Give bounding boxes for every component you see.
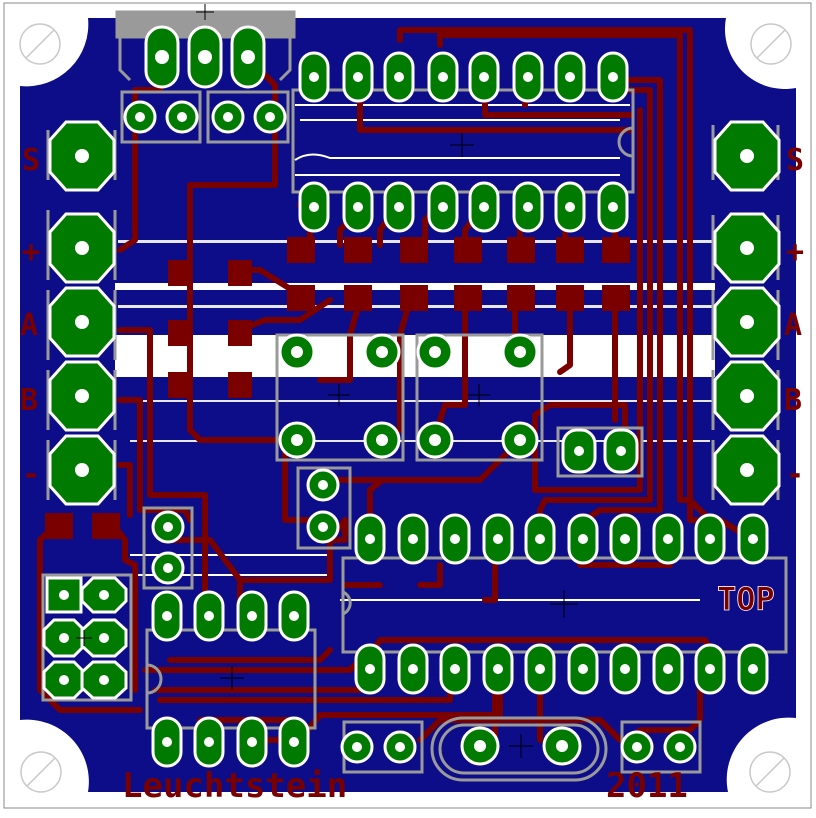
label-year: 2011 <box>606 766 688 806</box>
switch-1-outline <box>275 333 405 462</box>
label-top: TOP <box>717 580 775 618</box>
cap-c3-outline <box>296 466 352 550</box>
mount-hole-br <box>749 751 791 793</box>
label-right-plus: + <box>786 235 804 270</box>
cap-c2-outline <box>206 90 290 144</box>
label-right-a: A <box>784 308 802 343</box>
label-right-minus: - <box>786 457 804 492</box>
mounting-holes <box>19 23 792 793</box>
ic-bottom-outline <box>341 556 788 654</box>
label-right-s: S <box>786 143 804 178</box>
mount-hole-tr <box>750 23 792 65</box>
cap-c7-outline <box>556 426 644 478</box>
switch-2-outline <box>415 333 544 462</box>
cap-c4-outline <box>142 506 194 590</box>
crystal-outline <box>430 716 608 782</box>
ic-small-outline <box>145 628 317 730</box>
label-left-s: S <box>22 143 40 178</box>
origin-marks <box>76 4 578 758</box>
label-name: Leuchtstein <box>122 766 347 806</box>
label-right-b: B <box>784 383 802 418</box>
label-left-plus: + <box>22 235 40 270</box>
mount-hole-bl <box>20 751 62 793</box>
label-left-b: B <box>20 383 38 418</box>
side-labels-right: S + A B - <box>784 143 804 492</box>
side-labels-left: S + A B - <box>20 143 40 492</box>
mount-hole-tl <box>19 23 61 65</box>
label-left-a: A <box>20 308 38 343</box>
label-left-minus: - <box>22 457 40 492</box>
ic-top-outline <box>291 88 635 194</box>
drill-holes <box>59 50 758 752</box>
cap-c1-outline <box>120 90 202 144</box>
smd-pads <box>45 237 630 539</box>
